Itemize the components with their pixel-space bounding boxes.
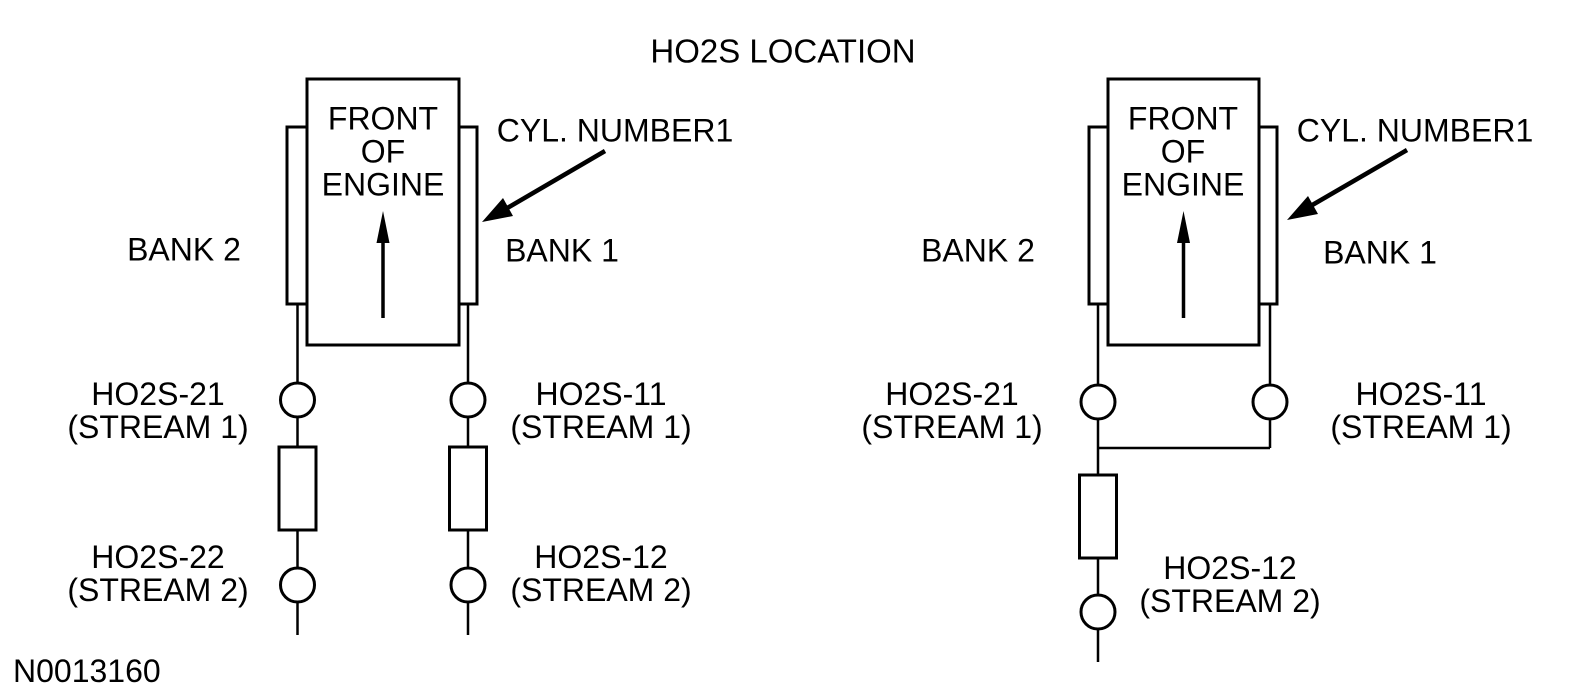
cylinder-number-label: CYL. NUMBER1 — [496, 112, 734, 149]
cylinder-annotation-arrow-shaft — [1300, 148, 1409, 213]
sensor-label-ho2s-11: HO2S-11 (STREAM 1) — [510, 378, 691, 444]
engine-label-line3: ENGINE — [321, 166, 445, 203]
sensor-label-ho2s-11: HO2S-11 (STREAM 1) — [1330, 378, 1511, 444]
bank2-label: BANK 2 — [921, 232, 1035, 269]
engine-label-line1: FRONT — [327, 100, 439, 137]
cylinder-annotation-arrow-head-icon — [1287, 196, 1318, 220]
engine-label-line3: ENGINE — [1121, 166, 1245, 203]
sensor-label-ho2s-21: HO2S-21 (STREAM 1) — [67, 378, 248, 444]
sensor-stream: (STREAM 1) — [861, 409, 1043, 445]
page-title: HO2S LOCATION — [650, 32, 916, 70]
engine-label: FRONT OF ENGINE — [321, 100, 445, 203]
sensor-stream: (STREAM 1) — [510, 409, 692, 445]
ho2s-11-sensor-symbol — [449, 381, 487, 419]
bank1-manifold — [1257, 125, 1279, 306]
engine-label-line2: OF — [1160, 133, 1206, 170]
sensor-stream: (STREAM 1) — [1330, 409, 1512, 445]
sensor-id: HO2S-11 — [535, 376, 667, 412]
sensor-label-ho2s-12: HO2S-12 (STREAM 2) — [1139, 552, 1320, 618]
sensor-id: HO2S-22 — [91, 539, 225, 575]
sensor-label-ho2s-22: HO2S-22 (STREAM 2) — [67, 541, 248, 607]
sensor-stream: (STREAM 2) — [67, 572, 249, 608]
single-catalyst-symbol — [1078, 473, 1118, 560]
sensor-id: HO2S-12 — [1163, 550, 1297, 586]
sensor-id: HO2S-21 — [91, 376, 225, 412]
bank2-manifold — [285, 125, 309, 306]
sensor-id: HO2S-21 — [885, 376, 1019, 412]
engine-label: FRONT OF ENGINE — [1121, 100, 1245, 203]
sensor-label-ho2s-21: HO2S-21 (STREAM 1) — [861, 378, 1042, 444]
cylinder-annotation-arrow-shaft — [495, 149, 607, 216]
sensor-label-ho2s-12: HO2S-12 (STREAM 2) — [510, 541, 691, 607]
ho2s-21-sensor-symbol — [279, 381, 316, 419]
cylinder-number-label: CYL. NUMBER1 — [1296, 112, 1534, 149]
bank2-manifold — [1087, 125, 1110, 306]
ho2s-12-sensor-symbol — [449, 566, 487, 604]
sensor-id: HO2S-12 — [534, 539, 668, 575]
sensor-stream: (STREAM 2) — [1139, 583, 1321, 619]
ho2s-11-sensor-symbol — [1251, 383, 1289, 421]
ho2s-12-sensor-symbol — [1079, 593, 1117, 631]
front-direction-arrow-head-icon — [376, 211, 390, 243]
bank1-manifold — [457, 125, 479, 306]
left-diagram — [277, 77, 607, 635]
sensor-stream: (STREAM 2) — [510, 572, 692, 608]
engine-label-line2: OF — [360, 133, 406, 170]
right-diagram — [1078, 77, 1409, 662]
figure-number: N0013160 — [13, 653, 161, 689]
bank1-label: BANK 1 — [1323, 234, 1437, 271]
bank1-label: BANK 1 — [505, 232, 619, 269]
ho2s-22-sensor-symbol — [279, 566, 316, 604]
front-direction-arrow-head-icon — [1177, 211, 1190, 243]
bank2-label: BANK 2 — [127, 231, 241, 268]
bank1-catalyst-symbol — [448, 445, 488, 532]
engine-label-line1: FRONT — [1127, 100, 1239, 137]
sensor-stream: (STREAM 1) — [67, 409, 249, 445]
cylinder-annotation-arrow-head-icon — [482, 198, 513, 222]
bank2-catalyst-symbol — [277, 445, 318, 532]
sensor-id: HO2S-11 — [1355, 376, 1487, 412]
ho2s-21-sensor-symbol — [1079, 383, 1117, 421]
